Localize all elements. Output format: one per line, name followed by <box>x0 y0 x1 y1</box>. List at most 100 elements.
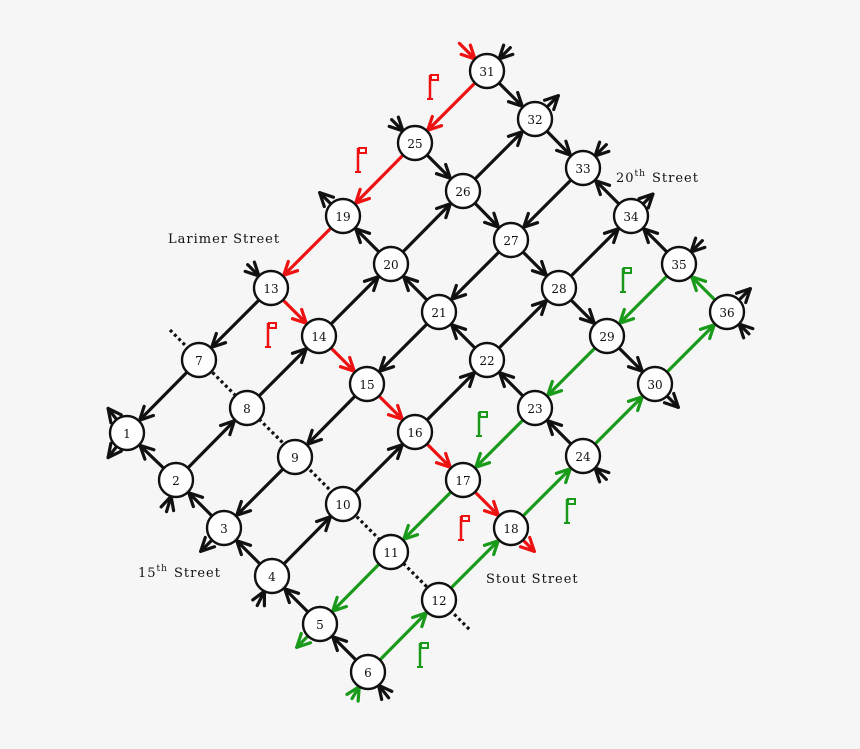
edge-24-30 <box>593 395 644 446</box>
node-2: 2 <box>157 461 195 499</box>
boundary-arrow-24 <box>593 466 611 484</box>
flag-icon <box>564 498 576 524</box>
edge-22-28 <box>497 299 548 350</box>
node-5: 5 <box>301 605 339 643</box>
node-27: 27 <box>492 221 530 259</box>
node-18: 18 <box>492 509 530 547</box>
node-label: 35 <box>671 258 686 272</box>
boundary-arrow-31 <box>457 41 477 61</box>
node-label: 29 <box>599 330 614 344</box>
node-label: 15 <box>359 378 374 392</box>
node-label: 11 <box>383 546 398 560</box>
node-24: 24 <box>564 437 602 475</box>
street-label-stout: Stout Street <box>486 572 579 587</box>
node-label: 9 <box>291 451 299 465</box>
boundary-arrow-35 <box>689 236 707 254</box>
edge-28-34 <box>569 227 620 278</box>
node-label: 21 <box>431 306 446 320</box>
node-label: 20 <box>383 258 398 272</box>
node-4: 4 <box>253 557 291 595</box>
node-label: 18 <box>503 522 518 536</box>
node-3: 3 <box>205 509 243 547</box>
node-9: 9 <box>276 438 314 476</box>
arrowhead <box>318 191 336 209</box>
node-label: 27 <box>503 234 518 248</box>
node-30: 30 <box>636 365 674 403</box>
node-label: 24 <box>575 450 591 464</box>
flag-icon <box>417 642 429 668</box>
arrowhead <box>199 535 217 553</box>
node-label: 3 <box>220 522 228 536</box>
edge-8-14 <box>257 347 308 398</box>
node-label: 19 <box>335 210 350 224</box>
node-8: 8 <box>228 389 266 427</box>
boundary-arrow-4 <box>251 589 266 608</box>
arrowhead <box>542 94 560 112</box>
arrowhead <box>106 441 123 460</box>
street-dotted-lines <box>168 328 472 632</box>
node-11: 11 <box>372 533 410 571</box>
edge-10-16 <box>353 443 404 494</box>
flag-icon <box>476 411 488 437</box>
edge-14-20 <box>329 275 380 326</box>
boundary-arrow-6 <box>377 683 394 702</box>
node-label: 30 <box>647 378 662 392</box>
edge-2-1 <box>138 443 166 470</box>
arrowhead <box>662 391 680 409</box>
edge-18-24 <box>521 467 572 518</box>
boundary-arrow-19 <box>318 191 336 209</box>
node-21: 21 <box>420 293 458 331</box>
node-31: 31 <box>468 52 506 90</box>
node-35: 35 <box>660 245 698 283</box>
boundary-arrow-3 <box>199 535 217 553</box>
edge-19-13 <box>282 226 333 277</box>
edge-25-26 <box>425 153 452 180</box>
boundary-arrow-36 <box>737 322 755 340</box>
boundary-arrow-18 <box>518 535 536 553</box>
edge-35-29 <box>618 274 669 325</box>
edge-21-15 <box>378 322 429 373</box>
edges <box>106 41 755 703</box>
flags <box>265 74 632 668</box>
edge-9-3 <box>235 467 285 517</box>
node-label: 2 <box>172 474 180 488</box>
edge-5-4 <box>283 587 310 614</box>
node-label: 28 <box>551 282 566 296</box>
node-label: 34 <box>623 210 639 224</box>
boundary-arrow-1 <box>106 441 123 460</box>
edge-16-22 <box>425 371 476 422</box>
node-label: 7 <box>195 354 203 368</box>
edge-26-27 <box>473 201 501 229</box>
edge-23-22 <box>498 371 525 398</box>
node-34: 34 <box>612 197 650 235</box>
node-label: 33 <box>575 162 590 176</box>
boundary-arrow-25 <box>387 115 405 133</box>
edge-15-9 <box>306 394 357 446</box>
node-label: 6 <box>364 666 372 680</box>
street-15th-dotted-line <box>168 328 472 632</box>
node-label: 36 <box>719 306 734 320</box>
edge-13-14 <box>281 298 308 325</box>
flag-icon <box>265 322 277 348</box>
node-label: 8 <box>243 402 251 416</box>
node-12: 12 <box>420 581 458 619</box>
boundary-arrow-31 <box>497 43 515 61</box>
edge-27-28 <box>521 250 548 277</box>
flag-icon <box>355 147 367 173</box>
node-23: 23 <box>516 389 554 427</box>
arrowhead <box>637 192 655 210</box>
boundary-arrow-30 <box>662 391 680 409</box>
edge-20-19 <box>354 227 381 254</box>
edge-6-5 <box>331 635 358 662</box>
node-20: 20 <box>372 245 410 283</box>
boundary-arrow-1 <box>106 406 123 425</box>
edge-27-21 <box>450 250 501 301</box>
edge-32-33 <box>545 129 573 157</box>
node-19: 19 <box>324 197 362 235</box>
edge-36-35 <box>690 275 717 302</box>
flag-icon <box>427 74 439 100</box>
edge-33-27 <box>522 178 573 229</box>
edge-14-15 <box>329 346 356 373</box>
edge-26-32 <box>473 130 524 181</box>
